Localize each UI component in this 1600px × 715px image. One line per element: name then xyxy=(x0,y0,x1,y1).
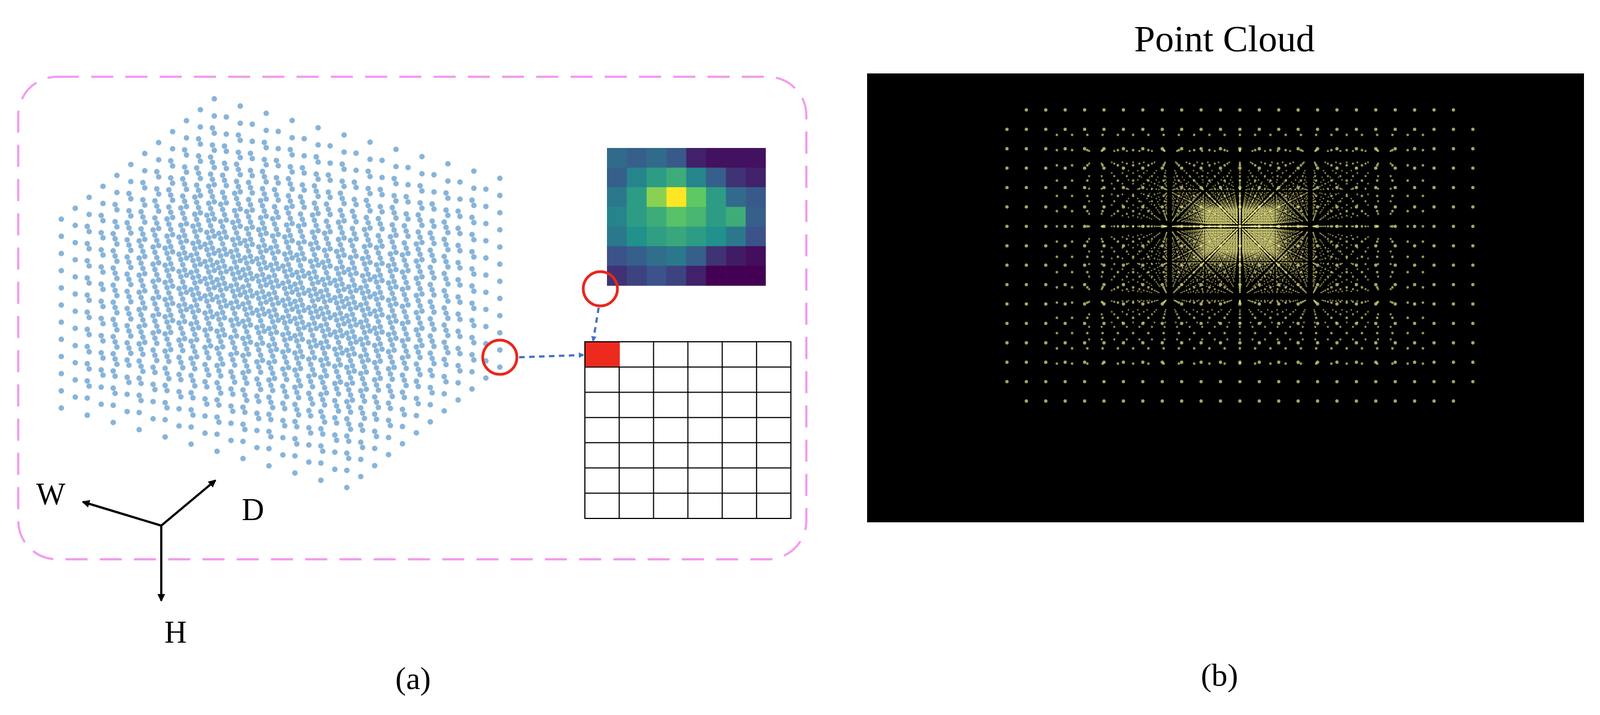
heat-cell xyxy=(646,148,668,168)
heat-cell xyxy=(705,246,727,267)
heat-cell xyxy=(686,148,707,168)
heat-cell xyxy=(626,246,648,267)
panel-caption: (a) xyxy=(395,661,431,697)
heat-cell xyxy=(646,187,668,208)
heat-cell xyxy=(725,207,747,227)
heat-cell xyxy=(666,148,688,168)
voxel-dots xyxy=(344,175,503,491)
axis-arrow xyxy=(160,525,163,601)
table-line xyxy=(584,467,791,469)
axis-label: H xyxy=(164,615,187,651)
heat-cell xyxy=(686,187,707,208)
heat-cell xyxy=(745,148,767,168)
heat-cell xyxy=(745,246,767,267)
heat-cell xyxy=(686,265,707,286)
table-line xyxy=(652,341,654,519)
panel-caption: (b) xyxy=(1200,657,1239,694)
voxel-cube xyxy=(58,96,503,491)
point-cloud-panel xyxy=(867,73,1584,523)
heat-cell xyxy=(705,167,727,188)
heat-cell xyxy=(745,265,767,286)
heat-cell xyxy=(606,226,628,247)
heat-cell xyxy=(725,187,747,208)
heat-cell xyxy=(745,187,767,208)
table-line xyxy=(584,442,791,444)
heat-cell xyxy=(626,226,648,247)
heat-cell xyxy=(606,148,628,168)
heat-cell xyxy=(745,207,767,227)
table-line xyxy=(687,341,689,519)
heat-cell xyxy=(705,148,727,168)
grid-table xyxy=(584,341,791,519)
table-line xyxy=(584,366,791,368)
heat-cell xyxy=(646,226,668,247)
heat-cell xyxy=(725,167,747,188)
heat-cell xyxy=(606,187,628,208)
dashed-arrow xyxy=(593,307,599,341)
heat-cell xyxy=(626,187,648,208)
heat-cell xyxy=(745,167,767,188)
table-line xyxy=(756,341,758,519)
heat-cell xyxy=(705,207,727,227)
heat-cell xyxy=(606,207,628,227)
heat-cell xyxy=(666,226,688,247)
panel-outline xyxy=(18,76,807,560)
axis-label: W xyxy=(36,477,66,512)
heat-cell xyxy=(666,187,688,208)
heat-cell xyxy=(705,265,727,286)
voxel-dots xyxy=(292,161,451,477)
dashed-arrow xyxy=(519,355,584,358)
heat-cell xyxy=(686,246,707,267)
heat-cell xyxy=(725,246,747,267)
cloud-dots xyxy=(1005,108,1475,403)
heat-cell xyxy=(626,148,648,168)
highlight-cell xyxy=(585,342,620,367)
axis-arrow xyxy=(82,502,162,526)
heat-cell xyxy=(626,167,648,188)
heat-cell xyxy=(626,207,648,227)
red-circle xyxy=(482,340,517,375)
heat-cell xyxy=(705,187,727,208)
heat-cell xyxy=(725,226,747,247)
heat-cell xyxy=(686,207,707,227)
axis-arrow xyxy=(161,480,216,526)
axis-label: D xyxy=(241,493,264,528)
heatmap xyxy=(606,148,767,287)
heat-cell xyxy=(686,226,707,247)
heat-cell xyxy=(646,246,668,267)
heat-cell xyxy=(705,226,727,247)
heat-cell xyxy=(666,207,688,227)
panel-title: Point Cloud xyxy=(1134,18,1316,60)
table-line xyxy=(584,492,791,494)
table-line xyxy=(584,391,791,393)
heat-cell xyxy=(646,265,668,286)
heat-cell xyxy=(646,207,668,227)
heat-cell xyxy=(646,167,668,188)
point-cloud xyxy=(1005,108,1475,403)
table-line xyxy=(721,341,723,519)
heat-cell xyxy=(666,246,688,267)
heat-cell xyxy=(606,246,628,267)
heat-cell xyxy=(725,265,747,286)
heat-cell xyxy=(626,265,648,286)
heat-cell xyxy=(666,167,688,188)
table-border xyxy=(584,341,791,519)
red-circle xyxy=(583,271,618,306)
voxel-dots xyxy=(318,168,477,484)
heat-cell xyxy=(725,148,747,168)
heat-cell xyxy=(745,226,767,247)
table-line xyxy=(618,341,620,519)
heat-cell xyxy=(686,167,707,188)
table-line xyxy=(584,416,791,419)
heat-cell xyxy=(606,167,628,188)
heat-cell xyxy=(666,265,688,286)
voxel-dots xyxy=(266,154,425,469)
